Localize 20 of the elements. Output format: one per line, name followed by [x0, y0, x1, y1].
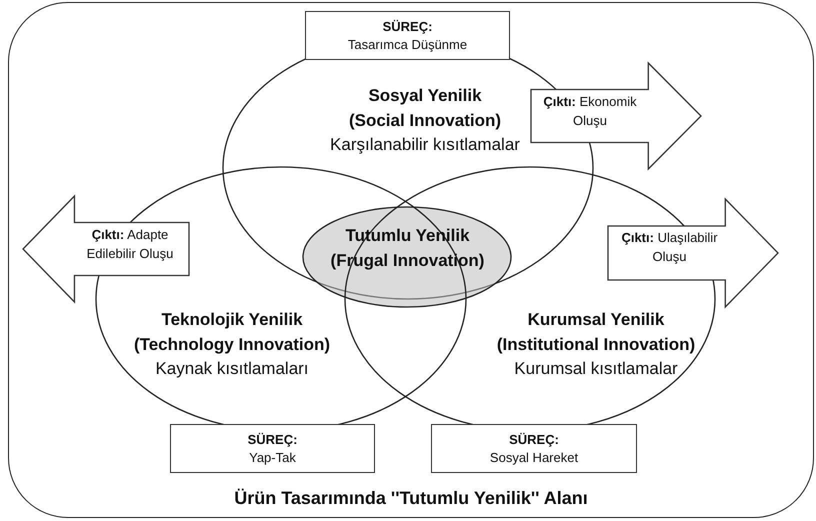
frame-caption: Ürün Tasarımında ''Tutumlu Yenilik'' Alanı	[233, 488, 589, 509]
circle-heading: Kurumsal Yenilik (Institutional Innovation)	[496, 309, 696, 356]
circle-subtitle: Karşılanabilir kısıtlamalar	[329, 134, 521, 156]
process-box	[305, 11, 510, 60]
process-heading: SÜREÇ:	[248, 430, 298, 448]
circle-subtitle: Kurumsal kısıtlamalar	[513, 358, 679, 380]
circle-heading: Sosyal Yenilik (Social Innovation)	[348, 85, 502, 132]
process-box	[170, 424, 375, 473]
output-text: Çıktı: Ekonomik Oluşu	[542, 92, 638, 130]
output-text: Çıktı: Ulaşılabilir Oluşu	[620, 229, 719, 266]
circle-heading: Teknolojik Yenilik (Technology Innovation)	[132, 309, 332, 356]
process-text: Sosyal Hareket	[490, 448, 578, 466]
process-text: Yap-Tak	[249, 448, 296, 466]
process-heading: SÜREÇ:	[382, 18, 432, 36]
process-text: Tasarımca Düşünme	[348, 36, 468, 54]
circle-subtitle: Kaynak kısıtlamaları	[154, 358, 310, 380]
process-heading: SÜREÇ:	[509, 430, 559, 448]
frame-border	[8, 2, 814, 518]
process-box	[431, 424, 637, 473]
output-text: Çıktı: Adapte Edilebilir Oluşu	[86, 226, 174, 263]
